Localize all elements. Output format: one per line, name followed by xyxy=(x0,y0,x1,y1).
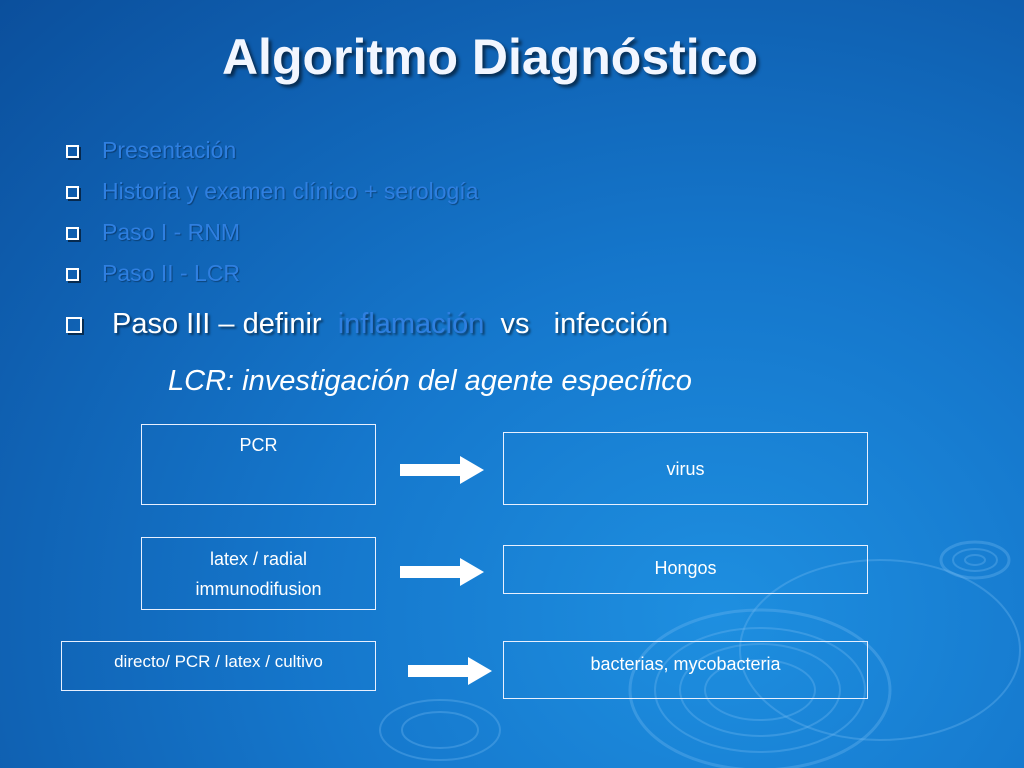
method-label-line1: latex / radial xyxy=(209,549,308,569)
method-label-line2: immunodifusion xyxy=(195,579,322,599)
method-box-pcr: PCR xyxy=(141,424,376,505)
main-bullet-vs: vs xyxy=(500,308,530,340)
main-bullet-text: Paso III – definir inflamación vs infecc… xyxy=(66,308,668,340)
bullet-text: Paso II - LCR xyxy=(102,260,241,286)
page-title: Algoritmo Diagnóstico xyxy=(221,29,759,85)
bullet-text: Historia y examen clínico + serología xyxy=(102,178,479,204)
list-item: Paso II - LCR xyxy=(66,259,478,300)
method-box-latex: latex / radial immunodifusion xyxy=(141,537,376,610)
main-bullet-suffix: infección xyxy=(553,308,669,340)
result-box-virus: virus xyxy=(503,432,868,505)
list-item: Historia y examen clínico + serología xyxy=(66,177,478,218)
right-arrow-icon xyxy=(400,558,484,586)
main-bullet: Paso III – definir inflamación vs infecc… xyxy=(66,305,668,343)
result-box-bacterias: bacterias, mycobacteria xyxy=(503,641,868,699)
result-label: Hongos xyxy=(654,558,717,578)
hollow-square-icon xyxy=(66,227,79,240)
method-label: directo/ PCR / latex / cultivo xyxy=(114,652,323,671)
list-item: Presentación xyxy=(66,136,478,177)
bullet-text: Presentación xyxy=(102,137,237,163)
hollow-square-icon xyxy=(66,186,79,199)
result-label: virus xyxy=(666,459,705,479)
result-label: bacterias, mycobacteria xyxy=(590,654,781,674)
hollow-square-icon xyxy=(66,145,79,158)
bullet-list: Presentación Historia y examen clínico +… xyxy=(66,136,478,300)
main-bullet-highlight: inflamación xyxy=(337,308,485,340)
list-item: Paso I - RNM xyxy=(66,218,478,259)
method-label: PCR xyxy=(239,435,278,455)
hollow-square-icon xyxy=(66,317,82,333)
subtitle: LCR: investigación del agente específico xyxy=(168,365,692,397)
main-bullet-prefix: Paso III – definir xyxy=(112,308,322,340)
bullet-text: Paso I - RNM xyxy=(102,219,241,245)
hollow-square-icon xyxy=(66,268,79,281)
result-box-hongos: Hongos xyxy=(503,545,868,594)
method-box-directo: directo/ PCR / latex / cultivo xyxy=(61,641,376,691)
right-arrow-icon xyxy=(400,456,484,484)
right-arrow-icon xyxy=(408,657,492,685)
